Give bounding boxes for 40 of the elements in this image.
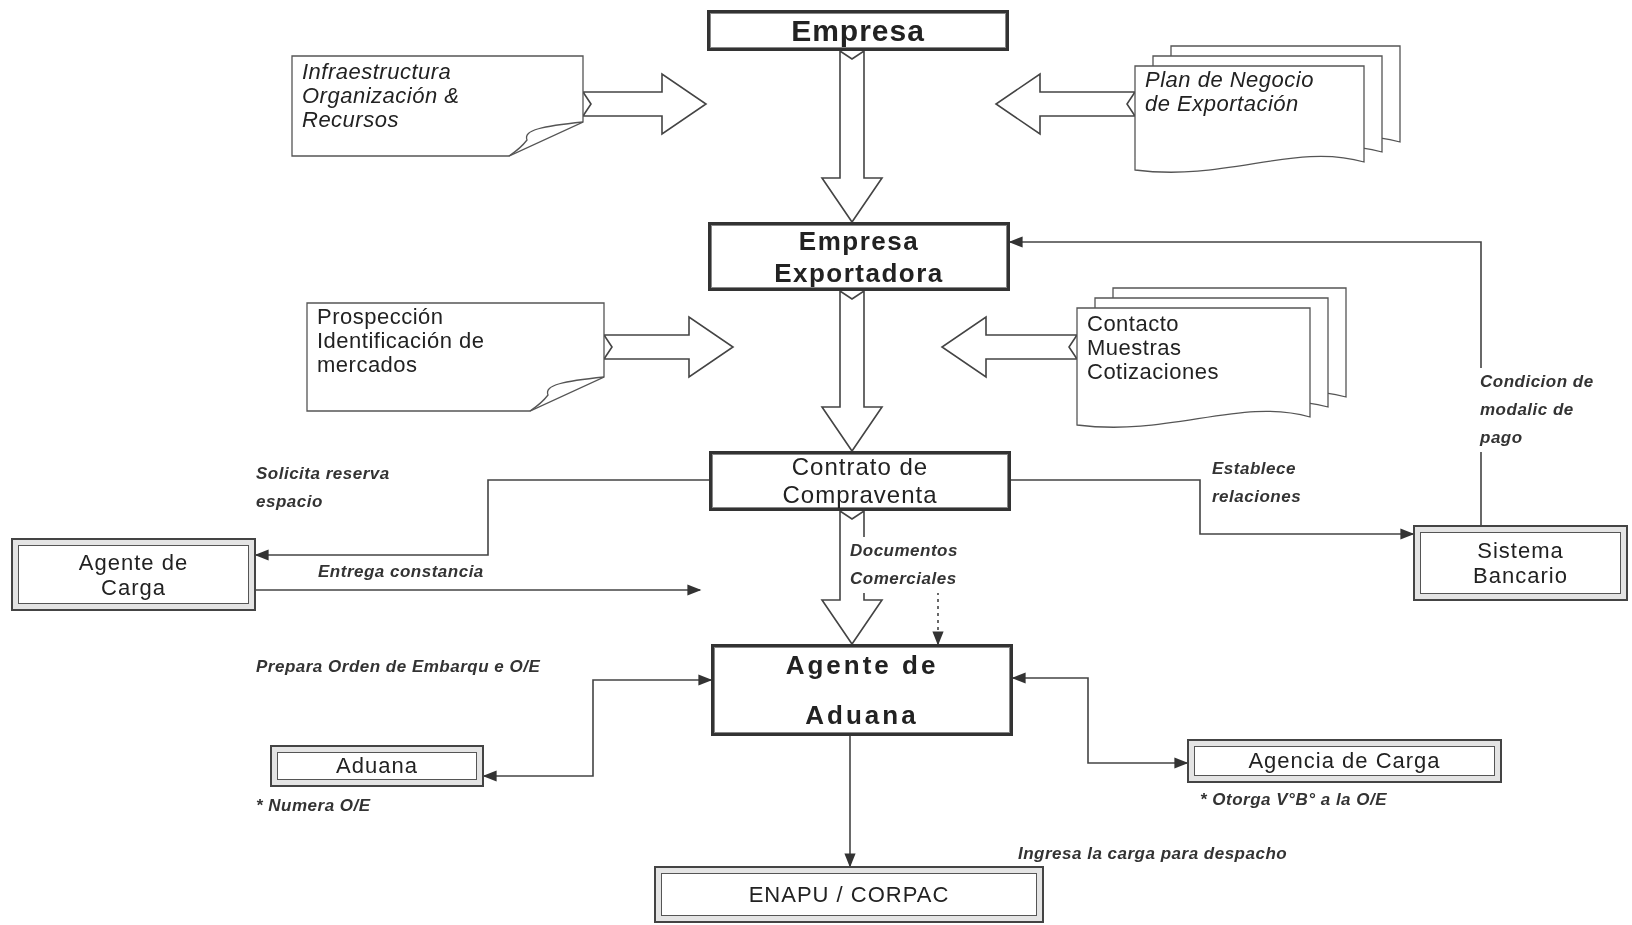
block-arrow [820, 289, 884, 453]
process-box [708, 222, 1010, 291]
document-shape [307, 303, 604, 411]
arrow [932, 591, 944, 646]
node-text: Infraestructura Organización & Recursos [302, 60, 461, 132]
process-box [11, 538, 256, 611]
document-shape [292, 56, 583, 156]
node-text: Empresa Exportadora [773, 224, 945, 289]
block-arrow [994, 72, 1137, 136]
process-box [711, 644, 1013, 736]
node-text: Agencia de Carga [1247, 749, 1442, 773]
process-box [270, 745, 484, 787]
node-text: Aduana [335, 754, 419, 778]
process-box [1187, 739, 1502, 783]
node-text: Plan de Negocio de Exportación [1145, 68, 1315, 116]
block-arrow [602, 315, 735, 379]
node-text: Agente de Carga [77, 549, 190, 600]
node-note: * Numera O/E [256, 795, 371, 817]
process-box [709, 451, 1011, 511]
arrow [1011, 672, 1189, 769]
block-arrow [820, 49, 884, 224]
node-text: Contacto Muestras Cotizaciones [1087, 312, 1220, 384]
document-stack [1077, 288, 1346, 427]
document-stack [1135, 46, 1400, 172]
process-box [707, 10, 1009, 51]
block-arrow [940, 315, 1079, 379]
process-box [654, 866, 1044, 923]
arrow [255, 584, 702, 596]
arrow [844, 735, 856, 868]
node-text: Agente de Aduana [784, 649, 940, 732]
node-text: Prospección Identificación de mercados [317, 305, 486, 377]
process-box [1413, 525, 1628, 601]
arrow [1008, 236, 1482, 526]
node-text: Sistema Bancario [1472, 538, 1569, 588]
node-text: ENAPU / CORPAC [747, 882, 951, 907]
block-arrow [581, 72, 708, 136]
node-note: * Otorga V°B° a la O/E [1200, 789, 1388, 811]
arrow [1010, 479, 1415, 540]
note-text: Ingresa la carga para despacho [1018, 843, 1288, 865]
node-text: Contrato de Compraventa [781, 453, 939, 509]
